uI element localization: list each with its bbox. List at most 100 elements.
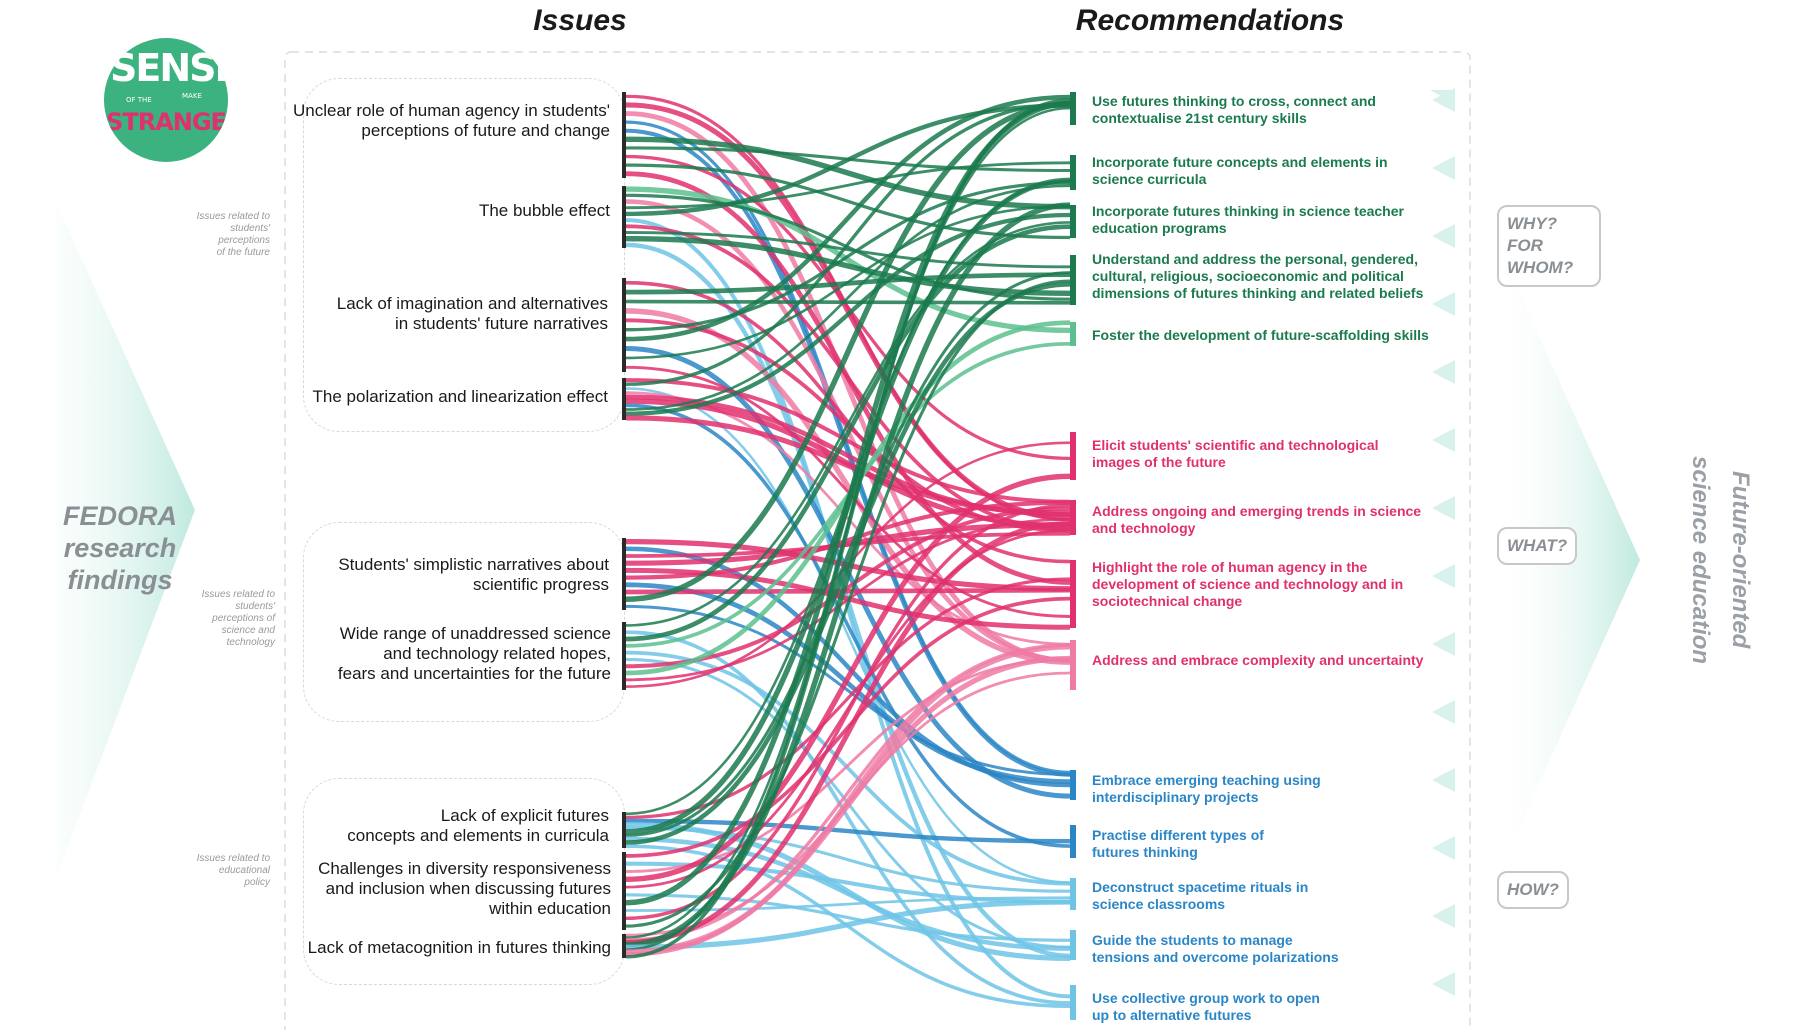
rec-line: Address ongoing and emerging trends in s…: [1092, 503, 1422, 519]
issue-line: in students' future narratives: [394, 314, 608, 333]
issue-label-bubble-effect: The bubble effect: [290, 201, 610, 221]
marker-triangle: [1432, 428, 1455, 452]
logo-word-strange: STRANGE: [106, 108, 227, 136]
side-note-line: Issues related to: [196, 211, 270, 222]
issue-line: scientific progress: [472, 575, 609, 594]
issue-anchor-bar: [622, 378, 626, 420]
side-note-line: students': [235, 601, 275, 612]
rec-line: contextualise 21st century skills: [1092, 110, 1307, 126]
side-note-line: perceptions: [218, 235, 270, 246]
flow-link: [625, 101, 1071, 602]
issue-line: Lack of imagination and alternatives: [336, 294, 608, 313]
flow-link: [625, 650, 1071, 886]
right-panel-title-line2: science education: [1687, 455, 1714, 665]
side-note-line: Issues related to: [201, 589, 275, 600]
issue-anchor-bar: [622, 186, 626, 248]
marker-triangle: [1432, 292, 1455, 316]
flow-link: [625, 520, 1071, 945]
rec-line: Elicit students' scientific and technolo…: [1092, 437, 1379, 453]
rec-line: tensions and overcome polarizations: [1092, 949, 1339, 965]
flow-link: [625, 102, 1071, 386]
rec-label-dimensions: Understand and address the personal, gen…: [1092, 251, 1432, 302]
rec-line: images of the future: [1092, 454, 1226, 470]
rec-line: Embrace emerging teaching using: [1092, 772, 1321, 788]
issue-label-polarization: The polarization and linearization effec…: [290, 387, 608, 407]
recommendations-header: Recommendations: [1075, 4, 1345, 37]
flow-link: [625, 899, 1071, 950]
rec-line: science classrooms: [1092, 896, 1226, 912]
side-note-line: technology: [226, 637, 275, 648]
issue-line: Students' simplistic narratives about: [338, 555, 609, 574]
recommendation-anchor-bar: [1070, 640, 1076, 690]
marker-triangle: [1432, 88, 1455, 112]
issue-line: Lack of explicit futures: [440, 806, 609, 825]
issue-line: and technology related hopes,: [383, 644, 611, 663]
issue-line: and inclusion when discussing futures: [325, 879, 611, 898]
issue-line: Unclear role of human agency in students…: [293, 101, 610, 120]
flow-link: [625, 154, 1071, 461]
marker-triangle: [1432, 768, 1455, 792]
rec-line: and technology: [1092, 520, 1196, 536]
question-box-what: WHAT?: [1497, 527, 1578, 565]
rec-line: Use collective group work to open: [1092, 990, 1320, 1006]
issue-line: Wide range of unaddressed science: [339, 624, 611, 643]
rec-label-human-agency: Highlight the role of human agency in th…: [1092, 559, 1432, 610]
side-note-line: science and: [221, 625, 275, 636]
side-note-science: Issues related to students' perceptions …: [175, 589, 275, 649]
flow-link: [625, 387, 1071, 884]
rec-line: development of science and technology an…: [1092, 576, 1404, 592]
side-note-line: policy: [244, 877, 270, 888]
issue-line: Lack of metacognition in futures thinkin…: [307, 938, 611, 957]
flow-link: [625, 403, 1071, 848]
flow-link: [625, 643, 1071, 942]
issue-anchor-bar: [622, 812, 626, 848]
marker-triangle: [1432, 360, 1455, 384]
recommendation-anchor-bar: [1070, 985, 1076, 1020]
marker-triangle: [1432, 700, 1455, 724]
recommendation-anchor-bar: [1070, 432, 1076, 480]
issue-line: concepts and elements in curricula: [347, 826, 609, 845]
flow-link: [625, 136, 1071, 210]
marker-triangle: [1432, 904, 1455, 928]
rec-line: Practise different types of: [1092, 827, 1264, 843]
rec-label-complexity: Address and embrace complexity and uncer…: [1092, 652, 1432, 669]
flow-link: [625, 212, 1071, 416]
marker-triangle: [1432, 972, 1455, 996]
side-note-line: Issues related to: [196, 853, 270, 864]
rec-label-group-work: Use collective group work to open up to …: [1092, 990, 1432, 1024]
issue-label-metacognition: Lack of metacognition in futures thinkin…: [290, 938, 611, 958]
rec-line: up to alternative futures: [1092, 1007, 1252, 1023]
flow-link: [625, 644, 1071, 957]
flow-link: [625, 161, 1071, 210]
issue-line: Challenges in diversity responsiveness: [318, 859, 611, 878]
rec-line: Address and embrace complexity and uncer…: [1092, 652, 1424, 668]
rec-line: cultural, religious, socioeconomic and p…: [1092, 268, 1404, 284]
issue-anchor-bar: [622, 278, 626, 372]
flow-link: [625, 94, 1071, 342]
flow-link: [625, 818, 1071, 844]
marker-triangle: [1432, 836, 1455, 860]
rec-line: education programs: [1092, 220, 1227, 236]
issue-label-curricula: Lack of explicit futures concepts and el…: [290, 806, 609, 846]
flow-link: [625, 184, 1071, 411]
flow-link: [625, 271, 1071, 837]
flow-link: [625, 587, 1071, 595]
logo-small-make: MAKE: [182, 92, 202, 100]
flow-link: [625, 181, 1071, 332]
rec-label-21st-century-skills: Use futures thinking to cross, connect a…: [1092, 93, 1432, 127]
rec-line: Guide the students to manage: [1092, 932, 1293, 948]
fedora-title-line2: research: [63, 533, 177, 563]
right-panel-title: Future-oriented science education: [1680, 440, 1760, 680]
issue-label-diversity: Challenges in diversity responsiveness a…: [290, 859, 611, 919]
rec-line: Understand and address the personal, gen…: [1092, 251, 1418, 267]
rec-line: sociotechnical change: [1092, 593, 1243, 609]
rec-line: interdisciplinary projects: [1092, 789, 1259, 805]
question-box-why: WHY? FOR WHOM?: [1497, 205, 1601, 287]
rec-line: dimensions of futures thinking and relat…: [1092, 285, 1424, 301]
rec-line: futures thinking: [1092, 844, 1198, 860]
rec-line: Incorporate futures thinking in science …: [1092, 203, 1404, 219]
rec-line: science curricula: [1092, 171, 1207, 187]
marker-triangle: [1432, 224, 1455, 248]
flow-link: [625, 163, 1071, 240]
issue-line: The bubble effect: [478, 201, 610, 220]
